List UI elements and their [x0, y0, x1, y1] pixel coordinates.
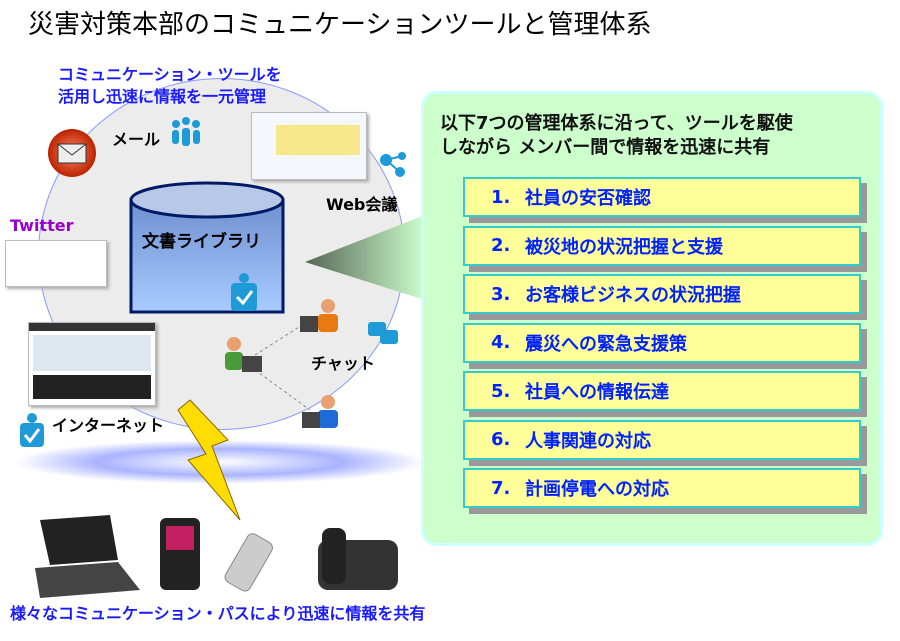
people-icon: [172, 117, 200, 146]
flip-phone-icon: [224, 533, 273, 592]
library-label: 文書ライブラリ: [142, 232, 261, 252]
management-item: 1. 社員の安否確認: [463, 177, 861, 217]
document-library-cylinder: [129, 181, 285, 314]
person-computer-icon-3: [302, 395, 338, 428]
page-title: 災害対策本部のコミュニケーションツールと管理体系: [28, 10, 652, 40]
chat-bubbles-icon: [368, 322, 398, 344]
panel-heading-line-1: 以下7つの管理体系に沿って、ツールを駆使: [440, 113, 793, 134]
item-label: 人事関連の対応: [525, 430, 651, 452]
panel-heading: 以下7つの管理体系に沿って、ツールを駆使 しながら メンバー間で情報を迅速に共有: [440, 112, 793, 160]
chat-label: チャット: [311, 354, 375, 373]
smartphone-icon: [160, 518, 200, 590]
web-conference-screenshot: [251, 112, 367, 180]
management-item: 7. 計画停電への対応: [463, 468, 861, 508]
lightning-bolt-icon: [177, 399, 241, 521]
item-label: 社員への情報伝達: [525, 382, 669, 403]
intro-line-2: 活用し迅速に情報を一元管理: [58, 87, 267, 106]
person-computer-icon-2: [300, 299, 338, 332]
web-conference-label: Web会議: [326, 195, 398, 214]
item-number: 4.: [491, 332, 511, 353]
item-number: 1.: [491, 186, 511, 208]
internet-screenshot: [28, 322, 156, 406]
person-computer-icon: [225, 337, 262, 372]
callout-pointer: [305, 215, 425, 300]
chat-network-lines: [254, 319, 311, 411]
mail-label: メール: [112, 130, 161, 149]
intro-text: コミュニケーション・ツールを 活用し迅速に情報を一元管理: [58, 64, 282, 108]
library-check-icon: [231, 273, 257, 311]
network-ellipse: [15, 440, 425, 484]
management-item: 2. 被災地の状況把握と支援: [463, 225, 861, 266]
desk-phone-icon: [318, 528, 398, 590]
internet-check-icon: [20, 413, 44, 447]
item-number: 5.: [491, 380, 511, 402]
item-number: 6.: [491, 429, 511, 450]
management-item: 5. 社員への情報伝達: [463, 371, 861, 411]
item-number: 2.: [491, 235, 511, 256]
management-item: 6. 人事関連の対応: [463, 419, 861, 460]
item-label: 被災地の状況把握と支援: [525, 236, 723, 258]
item-label: 震災への緊急支援策: [525, 333, 687, 355]
twitter-screenshot: [5, 240, 107, 287]
panel-heading-line-2: しながら メンバー間で情報を迅速に共有: [440, 137, 771, 158]
item-label: 計画停電への対応: [525, 479, 669, 500]
management-item: 3. お客様ビジネスの状況把握: [463, 274, 861, 314]
management-item: 4. 震災への緊急支援策: [463, 322, 861, 363]
laptop-icon: [35, 515, 140, 598]
intro-line-1: コミュニケーション・ツールを: [58, 65, 282, 84]
item-label: 社員の安否確認: [525, 188, 651, 209]
item-number: 7.: [491, 477, 511, 499]
item-number: 3.: [491, 283, 511, 305]
mail-icon: [48, 129, 96, 177]
internet-label: インターネット: [52, 416, 165, 435]
share-network-icon: [380, 152, 406, 177]
item-label: お客様ビジネスの状況把握: [525, 285, 741, 306]
bottom-text: 様々なコミュニケーション・パスにより迅速に情報を共有: [10, 604, 426, 623]
twitter-label: Twitter: [10, 216, 74, 235]
